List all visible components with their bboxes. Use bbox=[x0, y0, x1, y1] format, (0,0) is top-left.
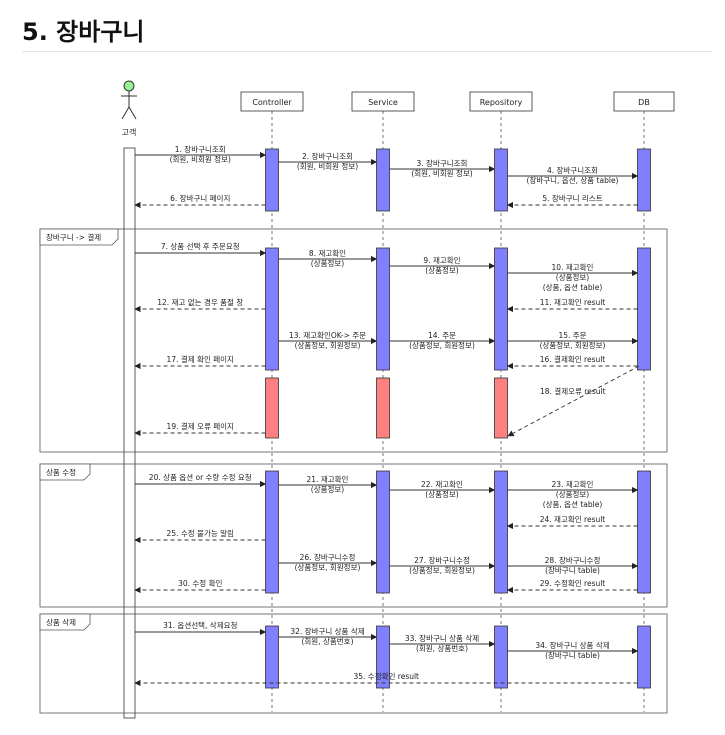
message-label-24: 24. 재고확인 result bbox=[540, 514, 606, 524]
message-label-9: (상품정보) bbox=[425, 265, 459, 275]
actor-leg-icon bbox=[121, 106, 130, 120]
message-label-3: 3. 장바구니조회 bbox=[417, 158, 468, 168]
message-label-25: 25. 수정 불가능 알림 bbox=[167, 528, 234, 538]
message-label-2: 2. 장바구니조회 bbox=[302, 151, 353, 161]
activation-controller bbox=[265, 247, 279, 371]
group-frame-delete bbox=[39, 613, 668, 714]
message-label-8: 8. 재고확인 bbox=[309, 248, 346, 258]
message-label-23: 23. 재고확인 bbox=[552, 479, 594, 489]
activation-customer bbox=[123, 147, 136, 719]
message-label-31: 31. 옵션선택, 삭제요청 bbox=[163, 620, 237, 630]
actor-head-icon bbox=[123, 80, 135, 92]
message-label-10: (상품정보) bbox=[556, 272, 590, 282]
message-label-14: (상품정보, 회원정보) bbox=[409, 340, 475, 350]
message-label-28: 28. 장바구니수정 bbox=[545, 555, 601, 565]
activation-service bbox=[376, 247, 390, 371]
group-label-delete: 상품 삭제 bbox=[46, 617, 76, 627]
message-label-7: 7. 상품 선택 후 주문요청 bbox=[161, 241, 240, 251]
message-label-35: 35. 수정확인 result bbox=[353, 671, 419, 681]
message-label-21: (상품정보) bbox=[311, 484, 345, 494]
message-label-26: 26. 장바구니수정 bbox=[300, 552, 356, 562]
activation-repository bbox=[494, 470, 508, 594]
message-label-29: 29. 수정확인 result bbox=[540, 578, 606, 588]
message-label-22: (상품정보) bbox=[425, 489, 459, 499]
activation-repository bbox=[494, 148, 508, 212]
message-label-15: (상품정보, 회원정보) bbox=[540, 340, 606, 350]
message-label-23: (상품정보) bbox=[556, 489, 590, 499]
message-label-27: (상품정보, 회원정보) bbox=[409, 565, 475, 575]
message-label-14: 14. 주문 bbox=[428, 331, 456, 340]
page-title: 5. 장바구니 bbox=[22, 18, 145, 46]
message-label-20: 20. 상품 옵션 or 수량 수정 요청 bbox=[149, 472, 252, 482]
error-activation-repository bbox=[494, 377, 508, 439]
message-label-22: 22. 재고확인 bbox=[421, 479, 463, 489]
message-label-21: 21. 재고확인 bbox=[307, 474, 349, 484]
activation-db bbox=[637, 470, 651, 594]
error-activation-service bbox=[376, 377, 390, 439]
message-label-23: (상품, 옵션 table) bbox=[543, 499, 603, 509]
activation-db bbox=[637, 247, 651, 371]
message-label-13: (상품정보, 회원정보) bbox=[295, 340, 361, 350]
message-label-19: 19. 결제 오류 페이지 bbox=[167, 421, 234, 431]
message-label-4: (장바구니, 옵션, 상품 table) bbox=[527, 175, 619, 185]
group-tab-delete bbox=[39, 613, 91, 631]
message-label-1: (회원, 비회원 정보) bbox=[170, 154, 231, 164]
message-label-28: (장바구니 table) bbox=[545, 565, 600, 575]
activation-repository bbox=[494, 247, 508, 371]
group-frame-checkout bbox=[39, 228, 668, 453]
title-divider bbox=[22, 51, 712, 52]
message-label-15: 15. 주문 bbox=[558, 331, 586, 340]
activation-service bbox=[376, 625, 390, 689]
message-label-12: 12. 재고 없는 경우 품절 창 bbox=[157, 297, 243, 307]
activation-service bbox=[376, 470, 390, 594]
message-label-13: 13. 재고확인OK-> 주문 bbox=[289, 330, 366, 340]
group-tab-modify bbox=[39, 463, 91, 481]
message-label-2: (회원, 비회원 정보) bbox=[297, 161, 358, 171]
message-label-18: 18. 결제오류 result bbox=[540, 386, 606, 396]
activation-controller bbox=[265, 625, 279, 689]
participant-label-controller: Controller bbox=[252, 98, 292, 107]
participant-label-customer: 고객 bbox=[122, 127, 137, 137]
message-label-30: 30. 수정 확인 bbox=[178, 578, 222, 588]
activation-db bbox=[637, 148, 651, 212]
message-label-32: (회원, 상품번호) bbox=[301, 636, 353, 646]
message-label-34: (장바구니 table) bbox=[545, 650, 600, 660]
activation-repository bbox=[494, 625, 508, 689]
participant-label-repository: Repository bbox=[480, 98, 523, 107]
error-activation-controller bbox=[265, 377, 279, 439]
message-label-4: 4. 장바구니조회 bbox=[547, 165, 598, 175]
message-label-5: 5. 장바구니 리스트 bbox=[542, 193, 602, 203]
participant-label-service: Service bbox=[368, 98, 398, 107]
message-label-6: 6. 장바구니 페이지 bbox=[170, 193, 230, 203]
group-label-checkout: 장바구니 -> 결제 bbox=[46, 232, 101, 242]
message-label-11: 11. 재고확인 result bbox=[540, 297, 606, 307]
activation-controller bbox=[265, 470, 279, 594]
message-label-34: 34. 장바구니 상품 삭제 bbox=[535, 640, 609, 650]
activation-db bbox=[637, 625, 651, 689]
message-label-3: (회원, 비회원 정보) bbox=[411, 168, 472, 178]
activation-controller bbox=[265, 148, 279, 212]
message-label-16: 16. 결제확인 result bbox=[540, 354, 606, 364]
message-label-10: 10. 재고확인 bbox=[552, 262, 594, 272]
message-label-8: (상품정보) bbox=[311, 258, 345, 268]
message-label-10: (상품, 옵션 table) bbox=[543, 282, 603, 292]
message-label-33: 33. 장바구니 상품 삭제 bbox=[405, 633, 479, 643]
message-label-26: (상품정보, 회원정보) bbox=[295, 562, 361, 572]
message-label-1: 1. 장바구니조회 bbox=[175, 144, 226, 154]
message-label-27: 27. 장바구니수정 bbox=[414, 555, 470, 565]
actor-leg-icon bbox=[128, 106, 137, 120]
group-frame-modify bbox=[39, 463, 668, 608]
participant-label-db: DB bbox=[638, 98, 650, 107]
message-label-9: 9. 재고확인 bbox=[423, 255, 460, 265]
group-label-modify: 상품 수정 bbox=[46, 467, 76, 477]
activation-service bbox=[376, 148, 390, 212]
message-label-32: 32. 장바구니 상품 삭제 bbox=[290, 626, 364, 636]
group-tab-checkout bbox=[39, 228, 119, 246]
message-arrow-18 bbox=[507, 365, 640, 437]
message-label-17: 17. 결제 확인 페이지 bbox=[167, 354, 234, 364]
message-label-33: (회원, 상품번호) bbox=[416, 643, 468, 653]
